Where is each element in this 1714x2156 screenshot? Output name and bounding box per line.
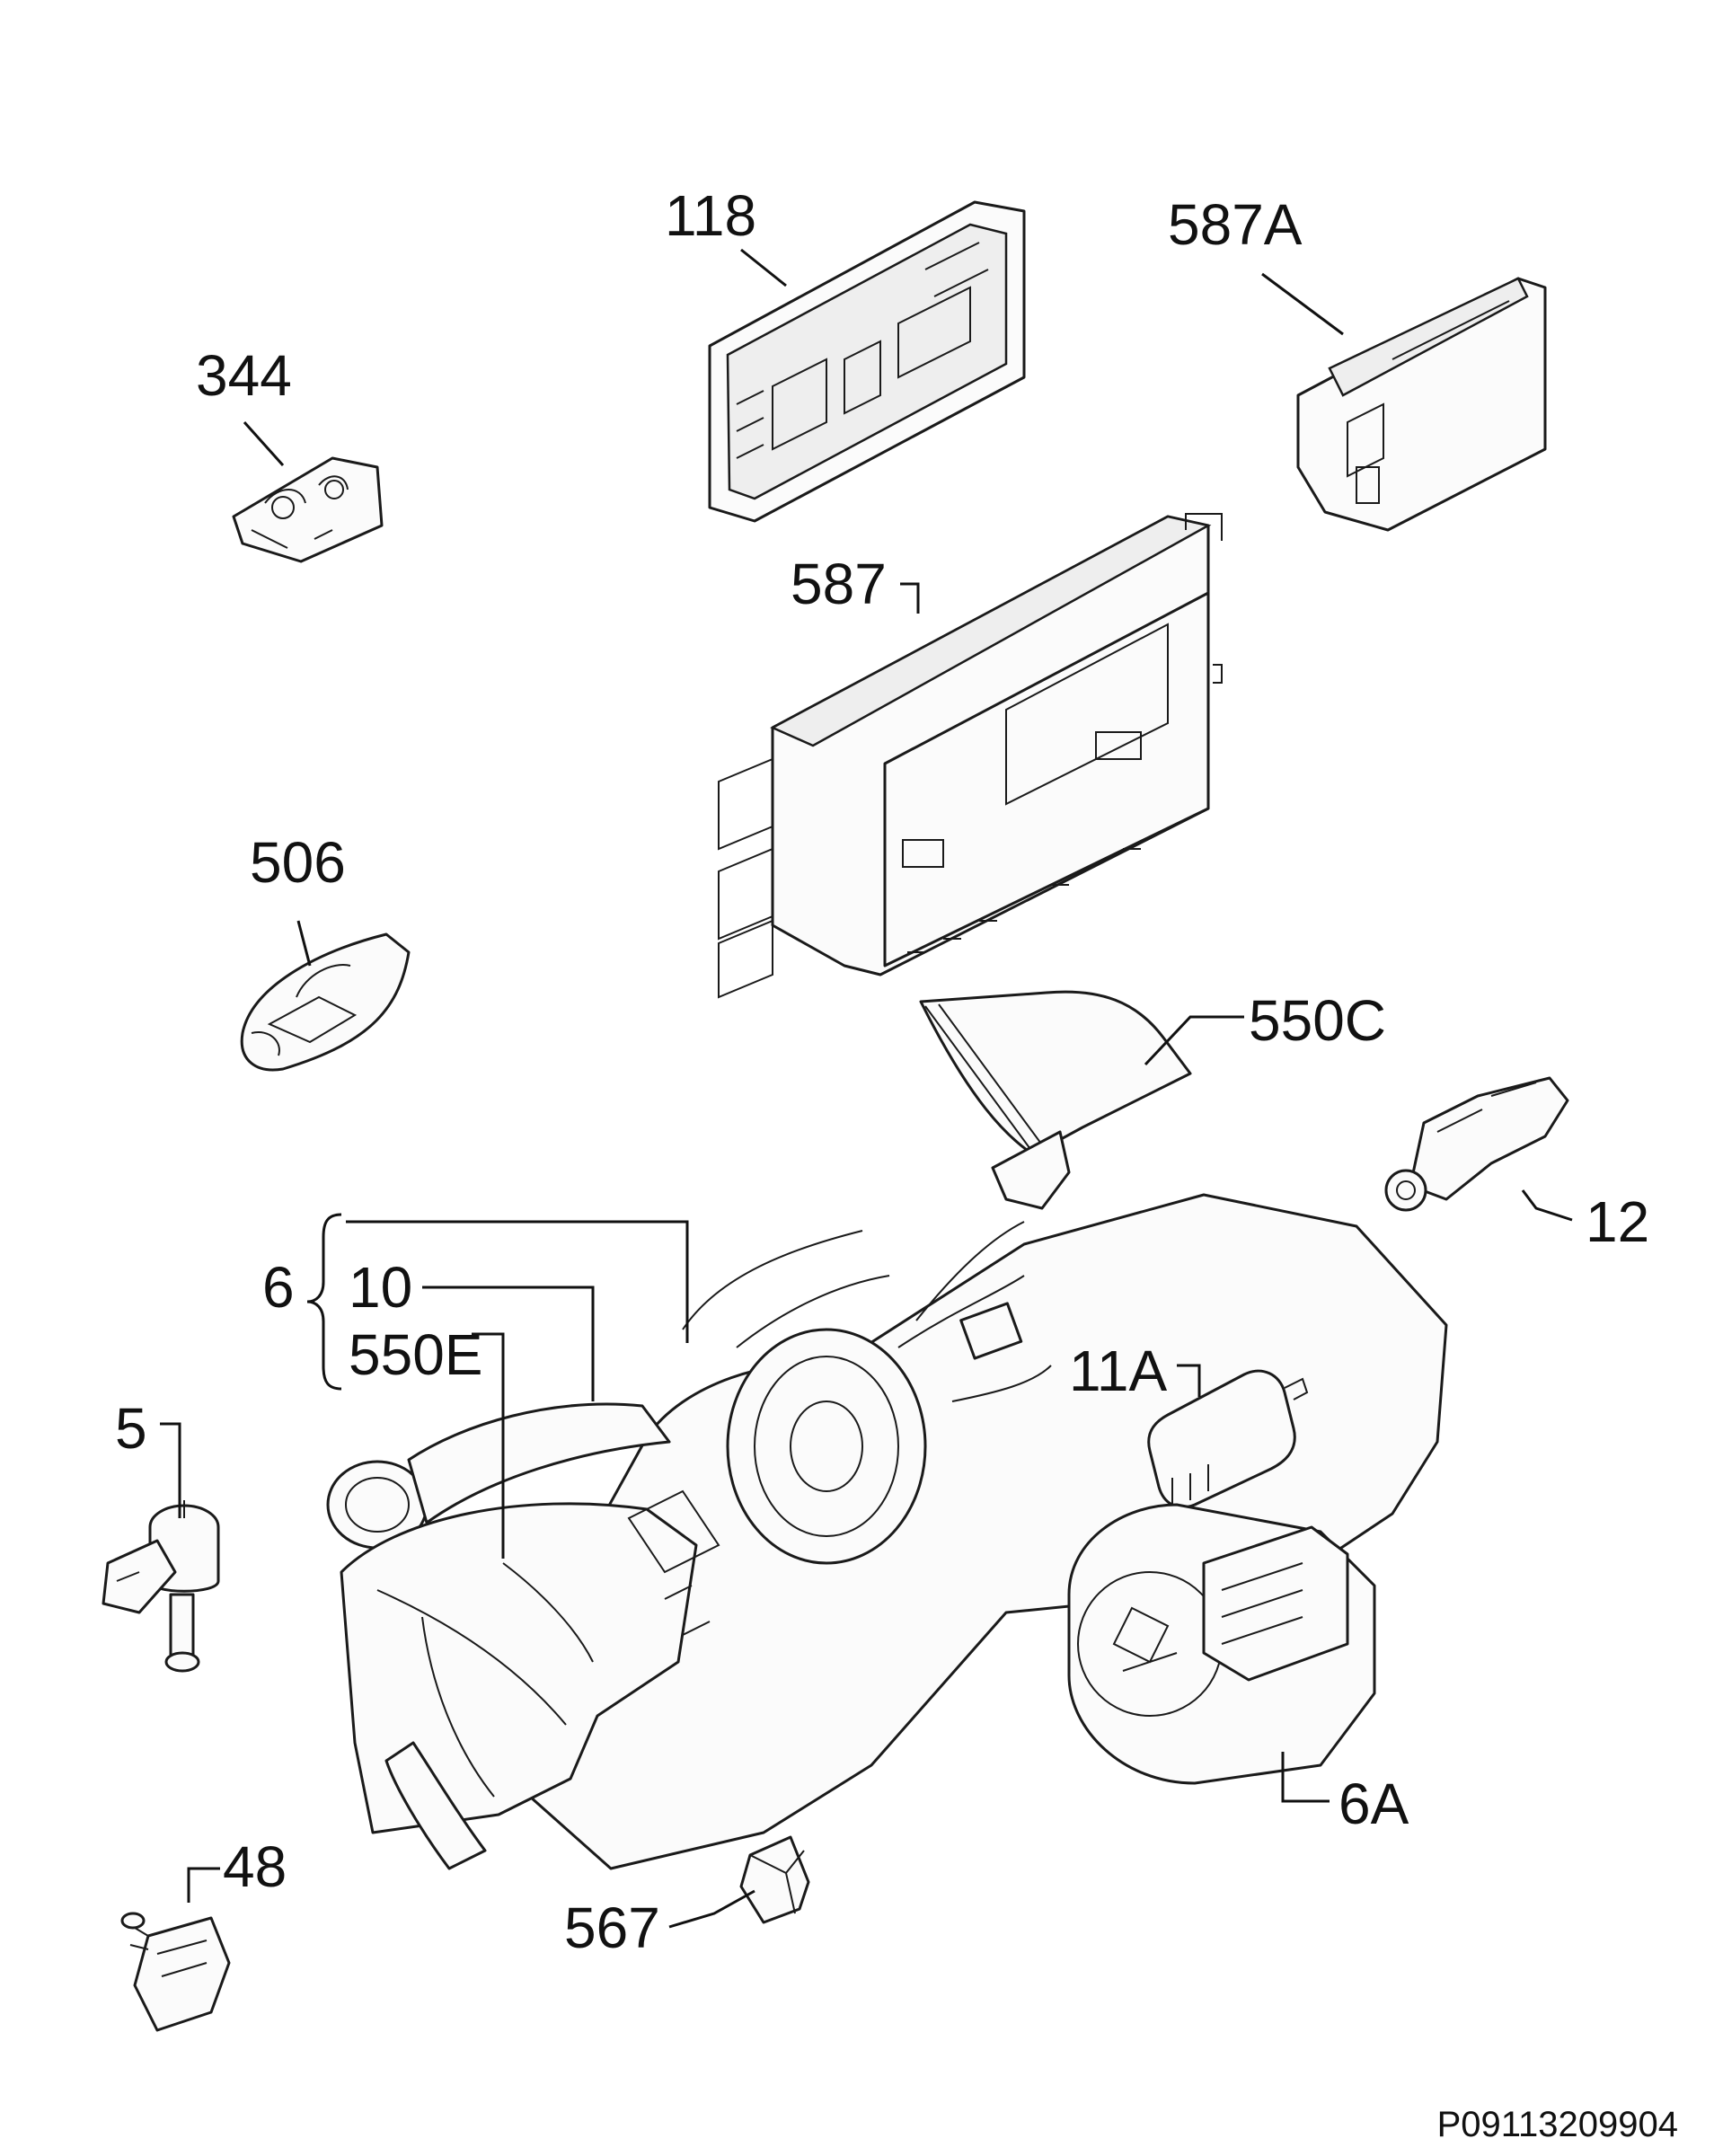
- label-12: 12: [1586, 1189, 1649, 1254]
- part-587-electronic-box[interactable]: [718, 513, 1223, 999]
- leader-344: [243, 420, 285, 467]
- part-550C-cover[interactable]: [919, 990, 1192, 1210]
- label-10: 10: [349, 1255, 412, 1320]
- leader-11A: [1177, 1364, 1201, 1397]
- leader-118: [740, 248, 787, 287]
- part-12-sensor[interactable]: [1384, 1076, 1569, 1212]
- leader-12: [1521, 1189, 1573, 1222]
- label-506: 506: [250, 830, 346, 895]
- label-344: 344: [196, 343, 292, 408]
- part-344-switch[interactable]: [232, 456, 384, 563]
- leader-550C: [1144, 1015, 1244, 1066]
- label-11A: 11A: [1069, 1339, 1167, 1403]
- part-48-component[interactable]: [120, 1912, 231, 2032]
- leader-6: [346, 1220, 689, 1343]
- brace-6: [306, 1213, 342, 1391]
- label-6: 6: [262, 1255, 295, 1320]
- label-6A: 6A: [1339, 1772, 1409, 1836]
- leader-10: [422, 1286, 595, 1401]
- part-567-component[interactable]: [739, 1835, 810, 1924]
- label-550C: 550C: [1249, 988, 1386, 1053]
- part-5-inlet-valve[interactable]: [102, 1500, 220, 1673]
- part-506-part[interactable]: [240, 932, 411, 1072]
- leader-550E: [472, 1332, 505, 1559]
- diagram-reference-code: P09113209904: [1437, 2105, 1678, 2144]
- label-550E: 550E: [349, 1322, 482, 1387]
- leader-5: [160, 1422, 181, 1518]
- label-118: 118: [665, 183, 756, 248]
- part-118-control-board[interactable]: [708, 200, 1026, 523]
- label-587: 587: [791, 552, 887, 616]
- leader-48: [187, 1867, 220, 1903]
- part-6-heat-pump-assembly[interactable]: [326, 1193, 1448, 1870]
- label-5: 5: [115, 1396, 147, 1461]
- label-567: 567: [564, 1895, 660, 1960]
- leader-506: [296, 920, 312, 967]
- part-587A-module[interactable]: [1296, 277, 1547, 532]
- leader-587A: [1261, 272, 1344, 336]
- part-11A-capacitor[interactable]: [1147, 1369, 1309, 1509]
- part-6A-drain-pump[interactable]: [1067, 1503, 1376, 1785]
- label-48: 48: [223, 1834, 287, 1899]
- leader-6A: [1281, 1752, 1330, 1803]
- label-587A: 587A: [1168, 192, 1303, 257]
- leader-587: [900, 582, 920, 614]
- leader-567: [668, 1889, 755, 1929]
